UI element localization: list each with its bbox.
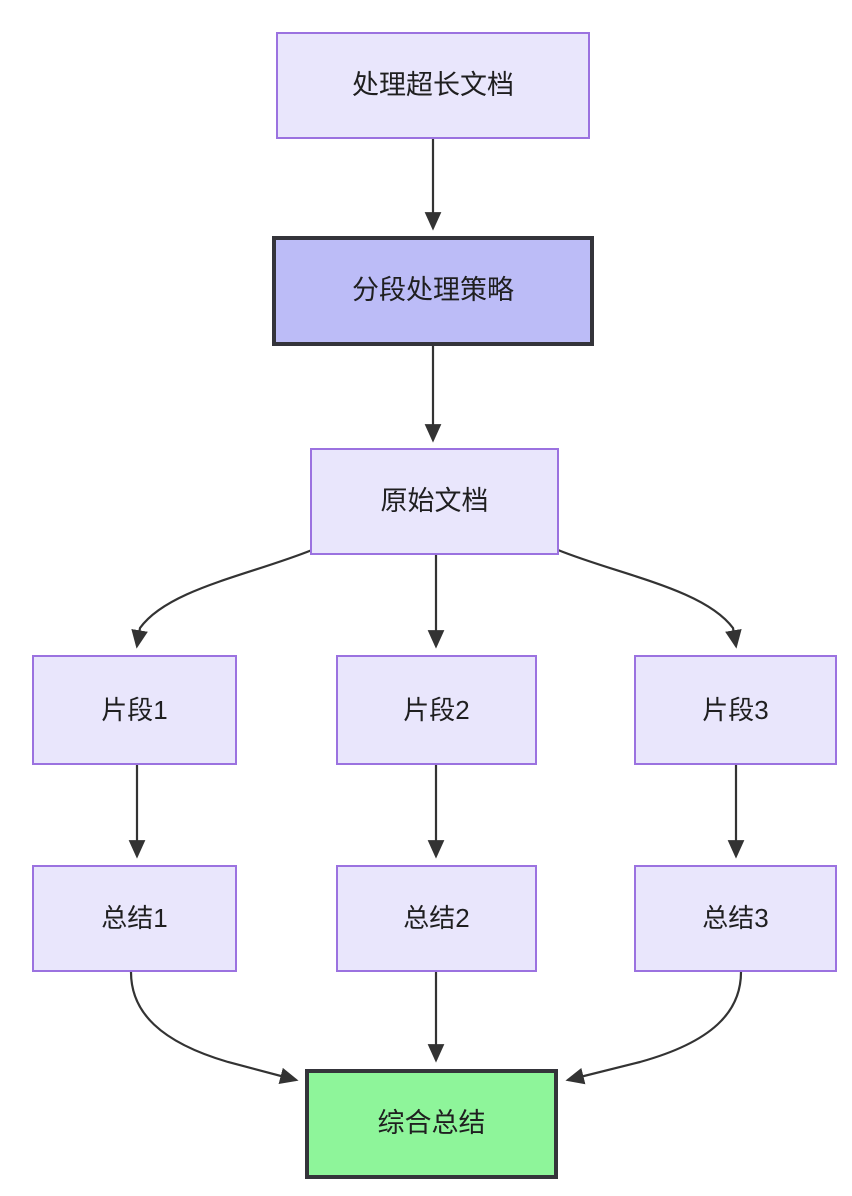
edge-summary1-to-final [129, 971, 299, 1085]
node-process-long-document[interactable]: 处理超长文档 [276, 32, 590, 139]
node-label: 分段处理策略 [352, 275, 514, 306]
node-fragment-3[interactable]: 片段3 [634, 655, 837, 765]
node-comprehensive-summary[interactable]: 综合总结 [305, 1069, 558, 1179]
node-label: 原始文档 [380, 485, 489, 516]
node-chunking-strategy[interactable]: 分段处理策略 [272, 236, 594, 346]
node-summary-1[interactable]: 总结1 [32, 865, 237, 972]
node-original-document[interactable]: 原始文档 [310, 448, 559, 555]
node-label: 综合总结 [377, 1108, 486, 1139]
edge-raw-to-fragment1 [131, 548, 313, 649]
node-label: 总结1 [101, 903, 168, 934]
edge-raw-to-fragment3 [557, 548, 742, 649]
node-label: 片段2 [403, 694, 470, 725]
node-label: 总结3 [702, 903, 769, 934]
node-label: 总结2 [403, 903, 470, 934]
node-fragment-2[interactable]: 片段2 [336, 655, 537, 765]
node-summary-3[interactable]: 总结3 [634, 865, 837, 972]
node-summary-2[interactable]: 总结2 [336, 865, 537, 972]
node-label: 片段3 [702, 694, 769, 725]
node-fragment-1[interactable]: 片段1 [32, 655, 237, 765]
node-label: 片段1 [101, 694, 168, 725]
node-label: 处理超长文档 [352, 69, 514, 100]
edge-summary3-to-final [565, 971, 743, 1085]
